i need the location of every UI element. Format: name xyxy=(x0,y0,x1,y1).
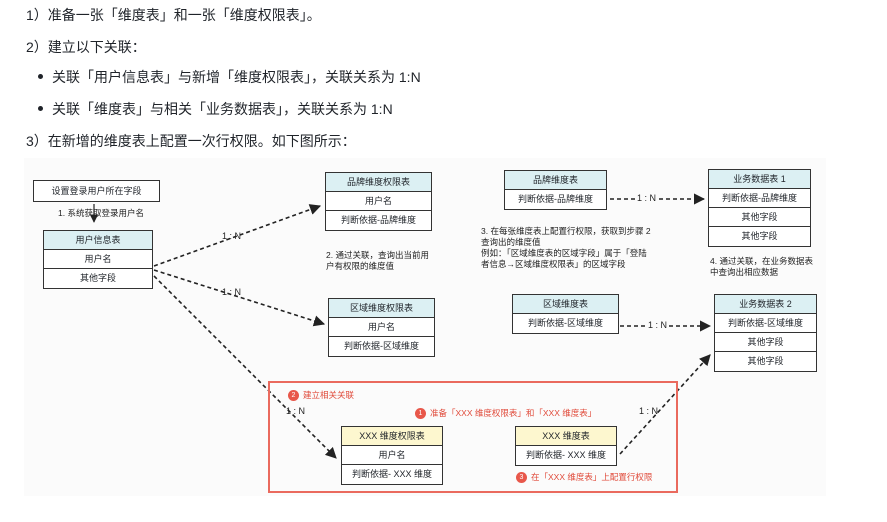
setting-login-user-box: 设置登录用户所在字段 xyxy=(33,180,160,202)
relation-label: 1 : N xyxy=(639,406,659,416)
step-2-text: 建立相关关联 xyxy=(303,390,355,400)
arrow-user-to-brand xyxy=(153,204,322,267)
brand-perm-title: 品牌维度权限表 xyxy=(326,173,431,192)
brand-dim-row: 判断依据-品牌维度 xyxy=(518,194,593,204)
xxx-dim-title: XXX 维度表 xyxy=(516,427,616,446)
note-step-3-line: 例如：「区域维度表的区域字段」属于「登陆 xyxy=(481,248,647,258)
biz1-row: 其他字段 xyxy=(741,231,778,241)
biz2-title: 业务数据表 2 xyxy=(715,295,816,314)
bullet-dot xyxy=(38,74,43,79)
arrow-user-to-region xyxy=(153,269,326,327)
region-perm-row: 判断依据-区域维度 xyxy=(344,341,419,351)
relation-label: 1 : N xyxy=(635,193,659,203)
bullet-dot xyxy=(38,106,43,111)
note-step-4-line: 中查询出相应数据 xyxy=(710,267,779,277)
region-dim-row: 判断依据-区域维度 xyxy=(528,318,603,328)
note-step-4-line: 4. 通过关联，在业务数据表 xyxy=(710,256,813,266)
relation-label: 1 : N xyxy=(286,406,306,416)
brand-perm-row: 用户名 xyxy=(326,192,431,211)
step-number-badge: 2 xyxy=(288,390,299,402)
xxx-highlight-frame xyxy=(268,381,678,493)
xxx-perm-title: XXX 维度权限表 xyxy=(342,427,442,446)
note-step-3-line: 3. 在每张维度表上配置行权限，获取到步骤 2 xyxy=(481,226,651,236)
xxx-perm-row: 用户名 xyxy=(342,446,442,465)
arrow-xxx-dim-to-biz xyxy=(619,354,711,455)
user-table-title: 用户信息表 xyxy=(44,231,152,250)
step-1-text: 准备「XXX 维度权限表」和「XXX 维度表」 xyxy=(430,408,597,418)
brand-dim-title: 品牌维度表 xyxy=(505,171,606,190)
region-perm-row: 用户名 xyxy=(329,318,434,337)
note-step-4: 4. 通过关联，在业务数据表 中查询出相应数据 xyxy=(710,256,813,278)
note-step-3-line: 查询出的维度值 xyxy=(481,237,541,247)
xxx-perm-row: 判断依据- XXX 维度 xyxy=(351,469,432,479)
region-perm-title: 区域维度权限表 xyxy=(329,299,434,318)
note-step-3-line: 者信息→区域维度权限表」的区域字段 xyxy=(481,259,626,269)
xxx-permission-table: XXX 维度权限表 用户名 判断依据- XXX 维度 xyxy=(341,426,443,485)
business-data-table-1: 业务数据表 1 判断依据-品牌维度 其他字段 其他字段 xyxy=(708,169,811,247)
note-step-2-line: 户有权限的维度值 xyxy=(326,261,395,271)
brand-dimension-table: 品牌维度表 判断依据-品牌维度 xyxy=(504,170,607,210)
bullet-item-2: 关联「维度表」与相关「业务数据表」，关联关系为 1:N xyxy=(52,101,393,117)
relation-label: 1 : N xyxy=(646,320,670,330)
user-info-table: 用户信息表 用户名 其他字段 xyxy=(43,230,153,289)
region-dim-title: 区域维度表 xyxy=(513,295,618,314)
biz2-row: 判断依据-区域维度 xyxy=(715,314,816,333)
business-data-table-2: 业务数据表 2 判断依据-区域维度 其他字段 其他字段 xyxy=(714,294,817,372)
note-step-2-line: 2. 通过关联，查询出当前用 xyxy=(326,250,429,260)
user-table-row: 其他字段 xyxy=(79,273,116,283)
brand-perm-row: 判断依据-品牌维度 xyxy=(341,215,416,225)
biz2-row: 其他字段 xyxy=(747,356,784,366)
permission-diagram: 设置登录用户所在字段 1. 系统获取登录用户名 用户信息表 用户名 其他字段 品… xyxy=(24,158,826,496)
step-3-callout: 3 在「XXX 维度表」上配置行权限 xyxy=(516,472,653,484)
intro-line-1: 1）准备一张「维度表」和一张「维度权限表」。 xyxy=(26,7,321,23)
biz1-row: 其他字段 xyxy=(709,208,810,227)
intro-line-2: 2）建立以下关联： xyxy=(26,39,146,55)
step-1-callout: 1 准备「XXX 维度权限表」和「XXX 维度表」 xyxy=(415,408,597,420)
region-dimension-table: 区域维度表 判断依据-区域维度 xyxy=(512,294,619,334)
user-table-row: 用户名 xyxy=(44,250,152,269)
relation-label: 1 : N xyxy=(222,287,242,297)
bullet-item-1: 关联「用户信息表」与新增「维度权限表」，关联关系为 1:N xyxy=(52,69,421,85)
region-permission-table: 区域维度权限表 用户名 判断依据-区域维度 xyxy=(328,298,435,357)
step-number-badge: 1 xyxy=(415,408,426,420)
note-step-3: 3. 在每张维度表上配置行权限，获取到步骤 2 查询出的维度值 例如：「区域维度… xyxy=(481,226,651,270)
intro-line-3: 3）在新增的维度表上配置一次行权限。如下图所示： xyxy=(26,133,356,149)
step-3-text: 在「XXX 维度表」上配置行权限 xyxy=(531,472,653,482)
setting-box-label: 设置登录用户所在字段 xyxy=(51,186,142,196)
note-step-1: 1. 系统获取登录用户名 xyxy=(58,208,144,218)
step-number-badge: 3 xyxy=(516,472,527,484)
xxx-dim-row: 判断依据- XXX 维度 xyxy=(525,450,606,460)
biz1-title: 业务数据表 1 xyxy=(709,170,810,189)
arrow-user-to-xxx-perm xyxy=(153,275,337,459)
biz1-row: 判断依据-品牌维度 xyxy=(709,189,810,208)
brand-permission-table: 品牌维度权限表 用户名 判断依据-品牌维度 xyxy=(325,172,432,231)
step-2-callout: 2 建立相关关联 xyxy=(288,390,355,402)
note-step-2: 2. 通过关联，查询出当前用 户有权限的维度值 xyxy=(326,250,429,272)
biz2-row: 其他字段 xyxy=(715,333,816,352)
relation-label: 1 : N xyxy=(222,231,242,241)
xxx-dimension-table: XXX 维度表 判断依据- XXX 维度 xyxy=(515,426,617,466)
